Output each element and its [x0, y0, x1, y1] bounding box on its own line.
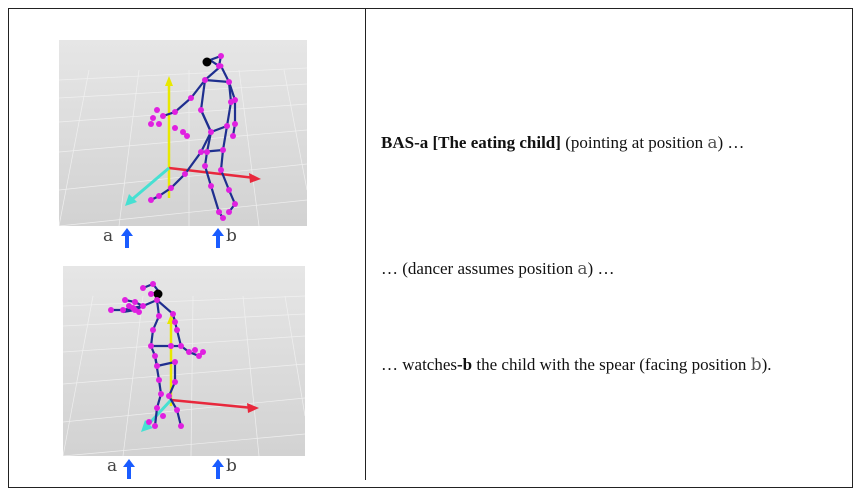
dance-figure-top — [59, 40, 307, 226]
position-a-label-top: a — [103, 226, 114, 246]
transcript-line-1: BAS-a [The eating child] (pointing at po… — [381, 133, 744, 153]
position-b-arrow-top — [212, 228, 224, 248]
line-2-letter: a — [577, 259, 588, 279]
column-divider — [365, 8, 366, 480]
position-a-label-bottom: a — [107, 456, 118, 476]
position-a-arrow-bottom — [123, 459, 135, 479]
line-3-text: the child with the spear (facing positio… — [472, 355, 751, 374]
position-b-label-top: b — [226, 226, 237, 246]
line-2-text: … (dancer assumes position — [381, 259, 578, 278]
line-3-tail: ). — [761, 355, 772, 374]
line-3-letter: b — [750, 355, 762, 375]
line-1-text: (pointing at position — [560, 133, 708, 152]
position-a-arrow-top — [121, 228, 133, 248]
position-b-label-bottom: b — [226, 456, 237, 476]
line-1-tail: ) … — [717, 133, 745, 152]
line-3-bold: -b — [457, 355, 473, 374]
transcript-line-2: … (dancer assumes position a) … — [381, 259, 614, 279]
line-3-lead: … watches — [381, 355, 458, 374]
position-b-arrow-bottom — [212, 459, 224, 479]
dance-figure-bottom — [63, 266, 305, 456]
transcript-line-3: … watches-b the child with the spear (fa… — [381, 355, 772, 375]
line-2-tail: ) … — [587, 259, 615, 278]
line-1-letter: a — [707, 133, 718, 153]
line-1-bold: BAS-a [The eating child] — [381, 133, 561, 152]
